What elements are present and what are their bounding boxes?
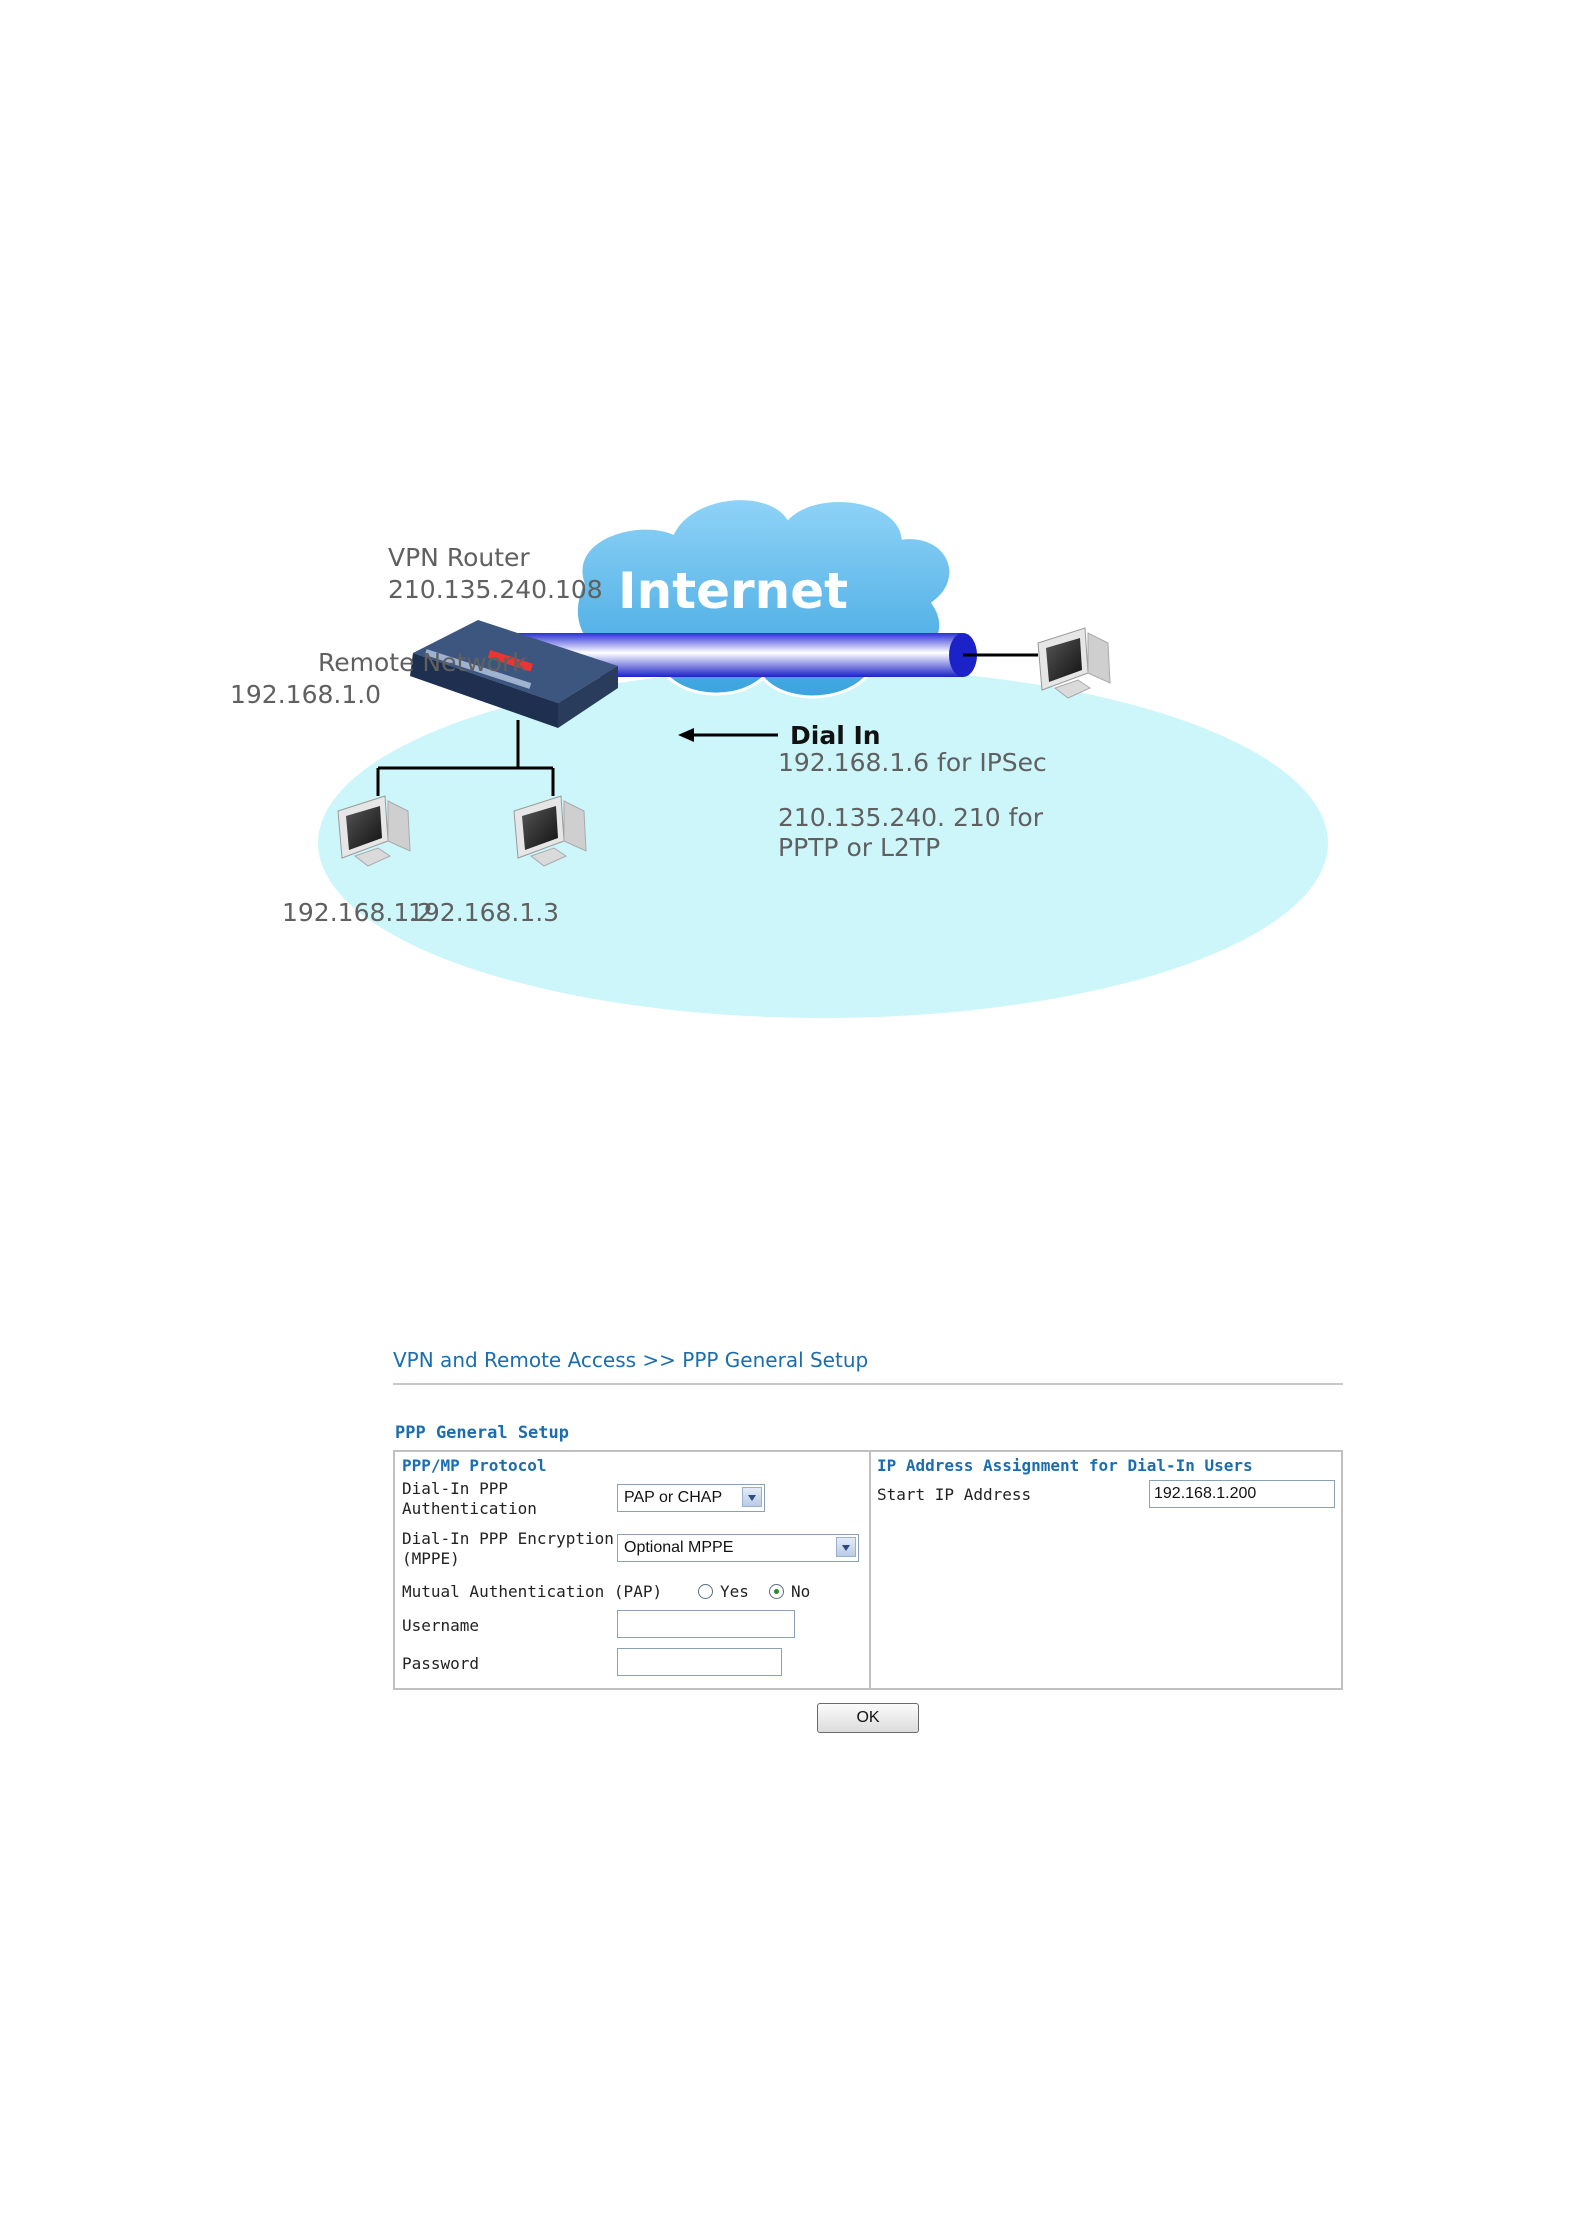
client-pptp-address-line1: 210.135.240. 210 for xyxy=(778,803,1044,832)
dial-in-label: Dial In xyxy=(790,721,881,750)
client-ipsec-address: 192.168.1.6 for IPSec xyxy=(778,748,1047,777)
mutual-auth-yes-radio[interactable] xyxy=(698,1584,713,1599)
host-2-ip: 192.168.1.3 xyxy=(408,898,559,927)
remote-client-computer-icon xyxy=(1037,627,1111,699)
section-title: PPP General Setup xyxy=(395,1423,569,1443)
enc-label-line1: Dial-In PPP Encryption xyxy=(402,1529,614,1548)
remote-network-label: Remote Network xyxy=(318,648,527,677)
host-1-ip: 192.168.1.2 xyxy=(282,898,433,927)
password-label: Password xyxy=(402,1654,480,1673)
vpn-router-icon xyxy=(410,620,618,728)
chevron-down-icon[interactable] xyxy=(742,1487,762,1507)
ppp-mp-protocol-title: PPP/MP Protocol xyxy=(402,1456,547,1475)
breadcrumb: VPN and Remote Access >> PPP General Set… xyxy=(393,1348,869,1372)
ip-assignment-panel: IP Address Assignment for Dial-In Users … xyxy=(869,1450,1343,1690)
username-label: Username xyxy=(402,1616,480,1635)
encryption-select-value: Optional MPPE xyxy=(624,1539,734,1556)
vpn-router-label: VPN Router xyxy=(388,543,530,572)
chevron-down-icon[interactable] xyxy=(836,1537,856,1557)
auth-label-line2: Authentication xyxy=(402,1499,537,1518)
start-ip-label: Start IP Address xyxy=(877,1485,1032,1504)
internet-label: Internet xyxy=(618,562,848,620)
host-computer-2-icon xyxy=(513,795,587,867)
mutual-auth-label: Mutual Authentication (PAP) xyxy=(402,1582,663,1601)
mutual-auth-yes-label: Yes xyxy=(720,1582,749,1601)
vpn-network-diagram: Internet xyxy=(230,497,1328,1018)
start-ip-input[interactable]: 192.168.1.200 xyxy=(1149,1480,1335,1508)
remote-network-ip: 192.168.1.0 xyxy=(230,680,381,709)
start-ip-value: 192.168.1.200 xyxy=(1154,1485,1257,1502)
ppp-mp-protocol-panel: PPP/MP Protocol Dial-In PPP Authenticati… xyxy=(393,1450,871,1690)
auth-select-value: PAP or CHAP xyxy=(624,1489,723,1506)
mutual-auth-no-radio[interactable] xyxy=(769,1584,784,1599)
dial-in-arrow-icon xyxy=(678,728,778,742)
enc-label-line2: (MPPE) xyxy=(402,1549,460,1568)
password-input[interactable] xyxy=(617,1648,782,1676)
header-divider xyxy=(393,1383,1343,1385)
ok-button[interactable]: OK xyxy=(817,1703,919,1733)
encryption-select[interactable]: Optional MPPE xyxy=(617,1534,859,1562)
host-computer-1-icon xyxy=(337,795,411,867)
ip-assignment-title: IP Address Assignment for Dial-In Users xyxy=(877,1456,1253,1475)
username-input[interactable] xyxy=(617,1610,795,1638)
lan-wires xyxy=(376,720,555,796)
remote-network-area xyxy=(318,668,1328,1018)
auth-label-line1: Dial-In PPP xyxy=(402,1479,508,1498)
vpn-router-ip: 210.135.240.108 xyxy=(388,575,603,604)
auth-select[interactable]: PAP or CHAP xyxy=(617,1484,765,1512)
client-pptp-address-line2: PPTP or L2TP xyxy=(778,833,940,862)
mutual-auth-no-label: No xyxy=(791,1582,811,1601)
